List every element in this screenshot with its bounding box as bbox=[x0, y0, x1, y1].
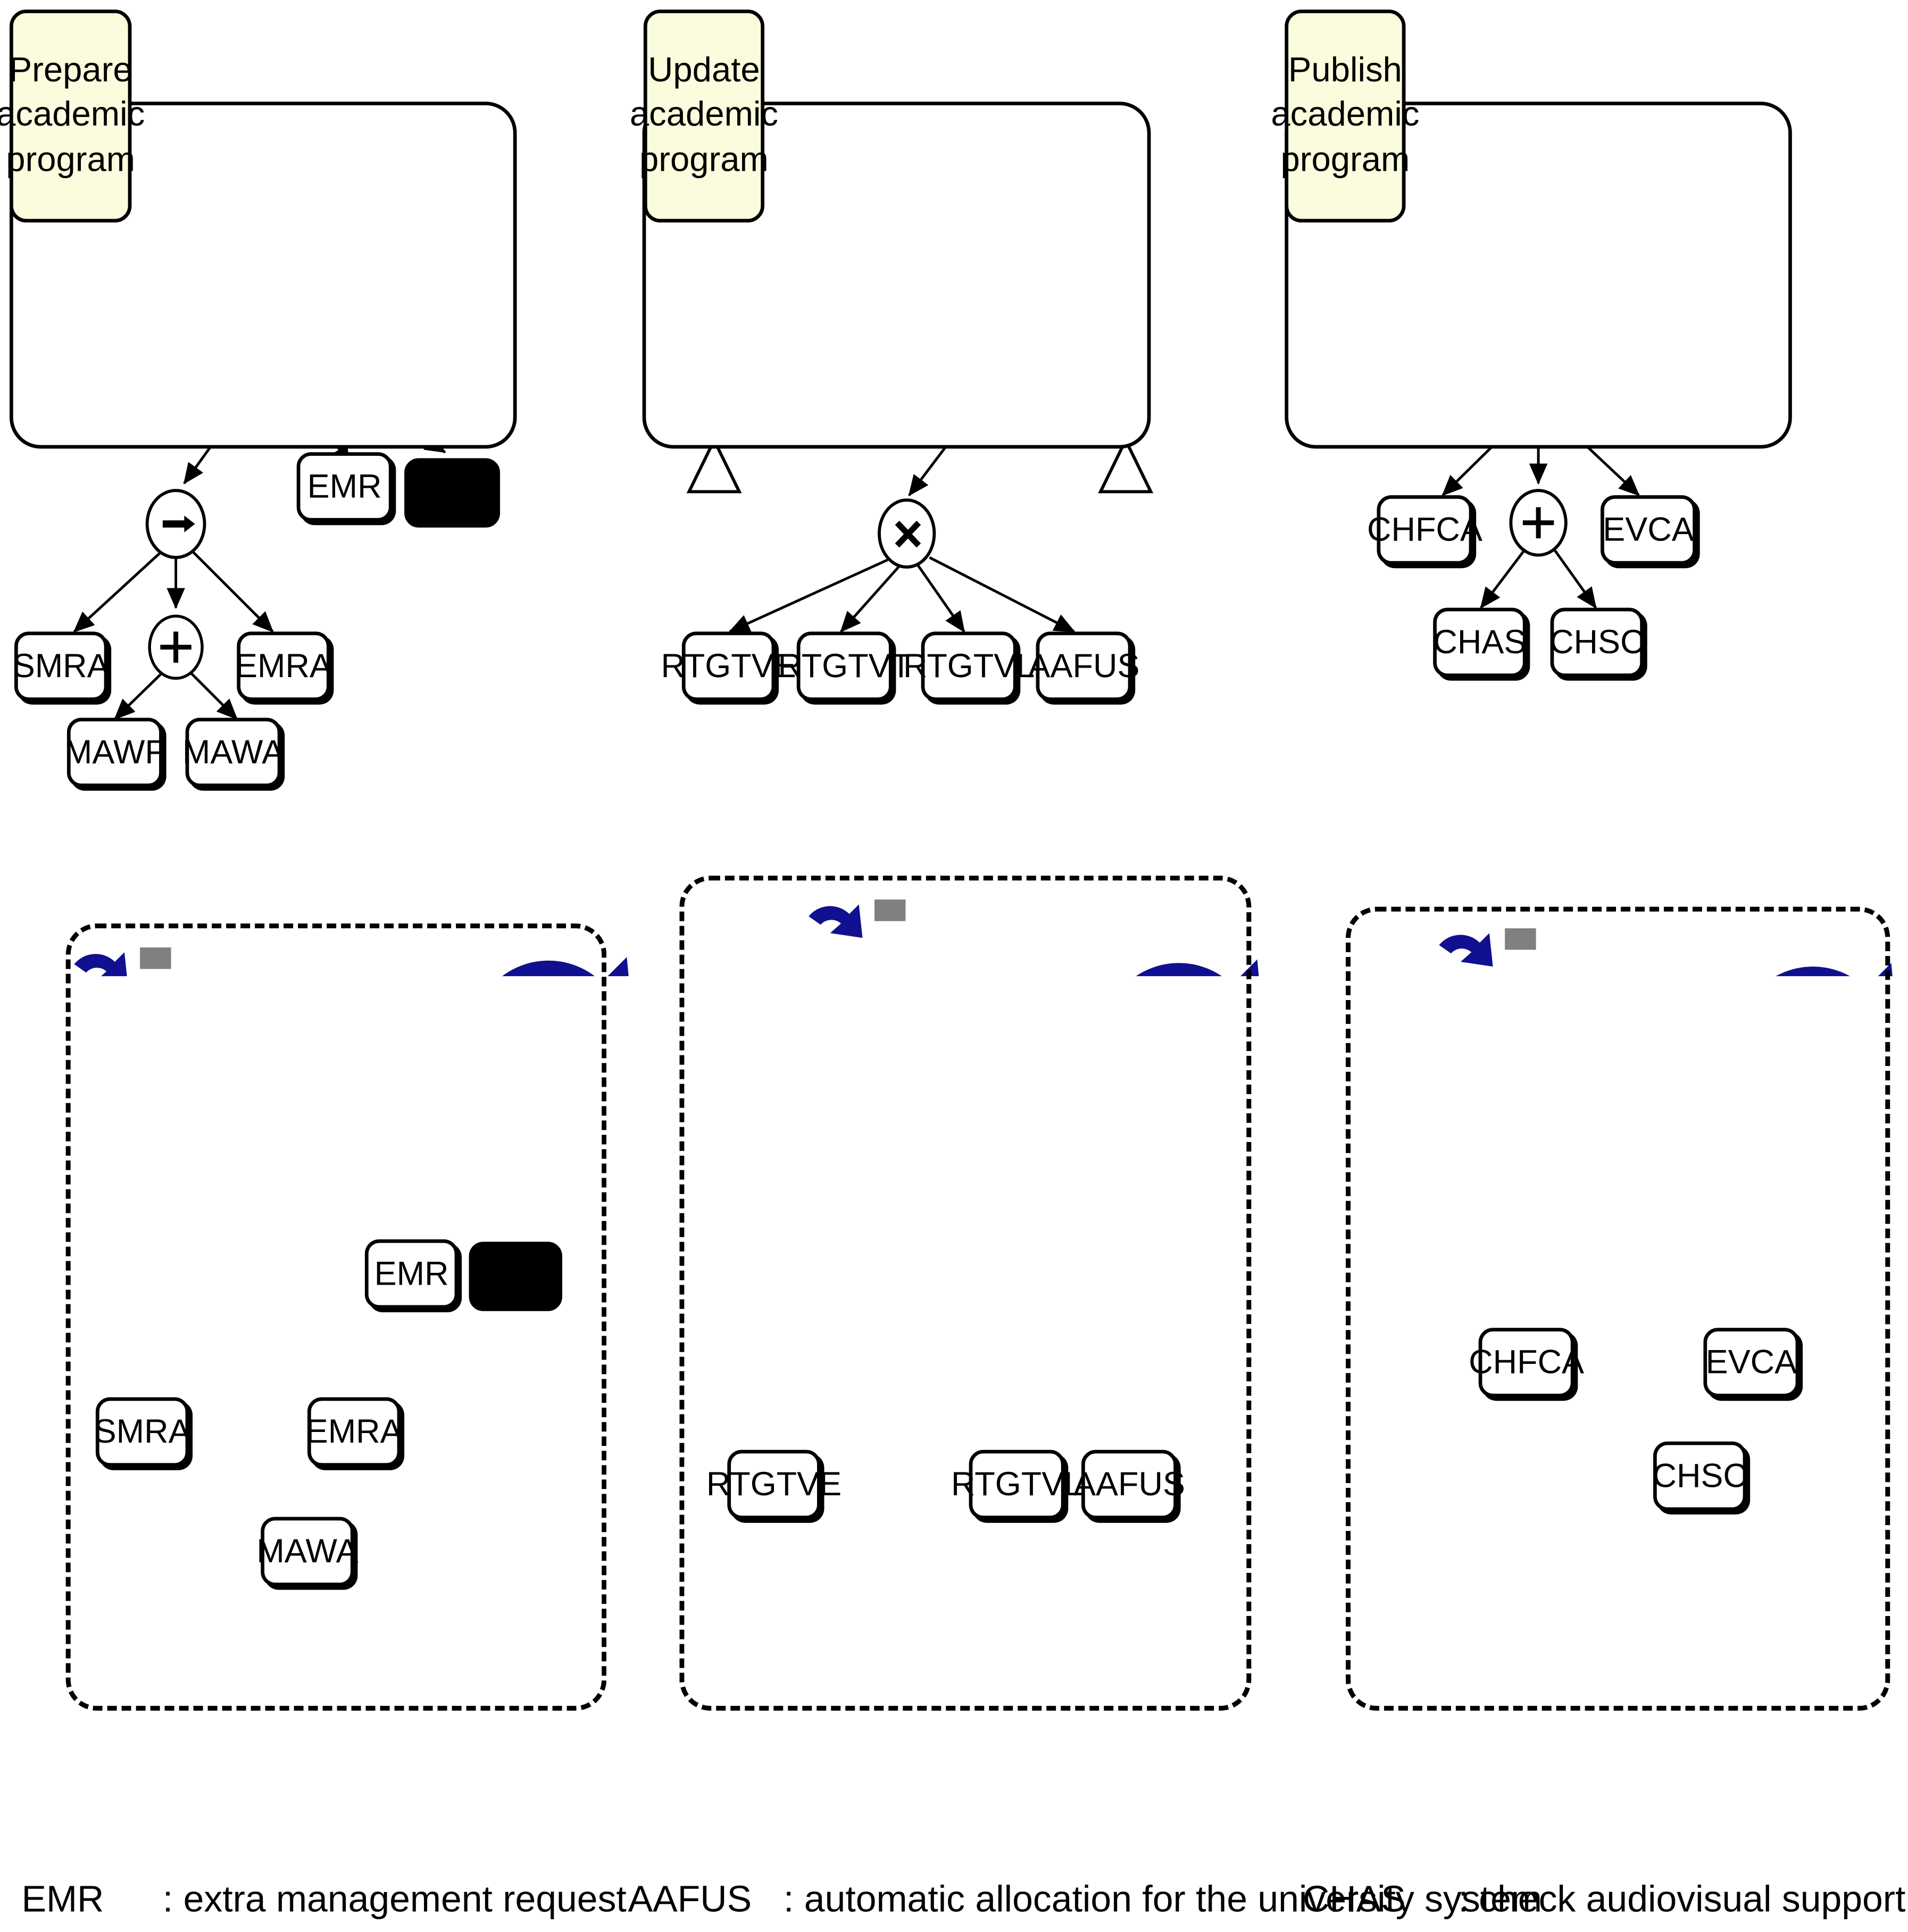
legend-entry: CHAS: check audiovisual support bbox=[1303, 1873, 1908, 1926]
task-box-mawa[interactable]: MAWA bbox=[182, 718, 284, 787]
gray-chip-update[interactable] bbox=[874, 900, 906, 921]
legend-key: RTGTVE bbox=[628, 1926, 784, 1932]
task-box-hidden-black-after[interactable] bbox=[469, 1242, 562, 1311]
legend-key: EMRA bbox=[21, 1926, 162, 1932]
task-label: CHSC bbox=[1652, 1457, 1747, 1494]
task-box-smra-after[interactable]: SMRA bbox=[94, 1397, 191, 1467]
task-label: MAWA bbox=[182, 733, 285, 771]
panel-prepare-after[interactable] bbox=[65, 923, 607, 1711]
task-box-smra[interactable]: SMRA bbox=[12, 631, 110, 701]
task-label: AAFUS bbox=[1073, 1465, 1185, 1503]
task-box-chas[interactable]: CHAS bbox=[1433, 607, 1527, 677]
task-label: EMR bbox=[307, 468, 382, 505]
selection-marker-publish[interactable] bbox=[1439, 933, 1493, 967]
task-label: EVCA bbox=[1705, 1343, 1797, 1381]
task-box-aafus-after[interactable]: AAFUS bbox=[1073, 1450, 1185, 1520]
task-box-rtgtve-after[interactable]: RTGTVE bbox=[706, 1450, 841, 1520]
task-label: RTGTVL bbox=[903, 647, 1035, 685]
legend-key: CHFCA bbox=[1303, 1926, 1458, 1932]
legend-entry: CHFCA: check faculty classroom availabil… bbox=[1303, 1926, 1908, 1932]
task-box-rtgtve[interactable]: RTGTVE bbox=[661, 631, 796, 701]
diagram-canvas: Prepare academic program EMR SMRA EMRA M… bbox=[0, 9, 1908, 1932]
gray-chip-publish[interactable] bbox=[1505, 928, 1536, 950]
legend-key: AAFUS bbox=[628, 1878, 752, 1920]
tag-update-academic-program[interactable]: Update academic program bbox=[630, 9, 778, 223]
task-label: EMRA bbox=[305, 1412, 403, 1450]
task-box-chsc-after[interactable]: CHSC bbox=[1652, 1441, 1747, 1511]
legend-value: check audiovisual support bbox=[1479, 1878, 1906, 1920]
marker-chip-prepare bbox=[68, 947, 171, 969]
legend-value: extra management request bbox=[183, 1878, 627, 1920]
legend-value: check faculty classroom availability bbox=[1479, 1931, 1908, 1932]
task-box-emr-after[interactable]: EMR bbox=[364, 1239, 459, 1309]
task-box-emra-after[interactable]: EMRA bbox=[305, 1397, 403, 1467]
task-box-evca[interactable]: EVCA bbox=[1601, 495, 1696, 565]
task-box-hidden-black[interactable] bbox=[404, 458, 501, 528]
legend-colon: : bbox=[784, 1931, 804, 1932]
task-box-emr[interactable]: EMR bbox=[296, 452, 393, 522]
task-label: SMRA bbox=[12, 647, 110, 685]
legend-colon: : bbox=[1458, 1878, 1479, 1920]
legend-right: CHAS: check audiovisual supportCHFCA: ch… bbox=[1303, 1873, 1908, 1932]
task-label: CHFCA bbox=[1469, 1343, 1585, 1381]
task-box-chfca-after[interactable]: CHFCA bbox=[1469, 1328, 1584, 1397]
task-box-chfca[interactable]: CHFCA bbox=[1367, 495, 1482, 565]
legend-colon: : bbox=[1458, 1931, 1479, 1932]
marker-chip-update bbox=[803, 900, 906, 921]
task-box-emra[interactable]: EMRA bbox=[235, 631, 332, 701]
task-label: MAWF bbox=[64, 733, 165, 771]
task-label: RTGTVL bbox=[951, 1465, 1083, 1503]
task-label: RTGTVE bbox=[706, 1465, 842, 1503]
legend-key: EMR bbox=[21, 1878, 104, 1920]
abstract-triangle-left[interactable] bbox=[686, 436, 742, 494]
legend-colon: : bbox=[784, 1878, 804, 1920]
task-label: CHFCA bbox=[1367, 511, 1482, 548]
gray-chip-prepare[interactable] bbox=[140, 947, 171, 969]
task-box-evca-after[interactable]: EVCA bbox=[1703, 1328, 1799, 1397]
task-box-rtgtvl-after[interactable]: RTGTVL bbox=[951, 1450, 1082, 1520]
task-label: EMRA bbox=[235, 647, 332, 685]
panel-update-after[interactable] bbox=[679, 876, 1252, 1711]
task-label: AAFUS bbox=[1028, 647, 1140, 685]
task-box-mawa-after[interactable]: MAWA bbox=[256, 1517, 359, 1587]
legend-colon: : bbox=[163, 1931, 184, 1932]
legend-key: CHAS bbox=[1303, 1878, 1406, 1920]
panel-publish-after[interactable] bbox=[1346, 906, 1890, 1711]
task-box-rtgtvt[interactable]: RTGTVT bbox=[778, 631, 911, 701]
task-label: EMR bbox=[374, 1255, 449, 1292]
legend-colon: : bbox=[162, 1878, 184, 1920]
selection-marker-update[interactable] bbox=[809, 904, 863, 938]
abstract-triangle-right[interactable] bbox=[1098, 436, 1154, 494]
task-box-rtgtvl[interactable]: RTGTVL bbox=[903, 631, 1035, 701]
marker-chip-publish bbox=[1433, 928, 1536, 950]
task-label: MAWA bbox=[256, 1532, 359, 1570]
tag-prepare-academic-program[interactable]: Prepare academic program bbox=[0, 9, 145, 223]
tag-publish-academic-program[interactable]: Publish academic program bbox=[1271, 9, 1419, 223]
task-box-mawf[interactable]: MAWF bbox=[64, 718, 165, 787]
task-label: CHAS bbox=[1433, 623, 1527, 661]
tag-prepare-label: Prepare academic program bbox=[0, 52, 145, 179]
task-box-chsc[interactable]: CHSC bbox=[1549, 607, 1645, 677]
task-label: RTGTVE bbox=[661, 647, 796, 685]
tag-publish-label: Publish academic program bbox=[1271, 52, 1420, 179]
task-label: SMRA bbox=[94, 1412, 191, 1450]
task-label: RTGTVT bbox=[778, 647, 912, 685]
task-label: EVCA bbox=[1603, 511, 1694, 548]
tag-update-label: Update academic program bbox=[629, 52, 779, 179]
task-box-aafus[interactable]: AAFUS bbox=[1028, 631, 1140, 701]
task-label: CHSC bbox=[1549, 623, 1645, 661]
